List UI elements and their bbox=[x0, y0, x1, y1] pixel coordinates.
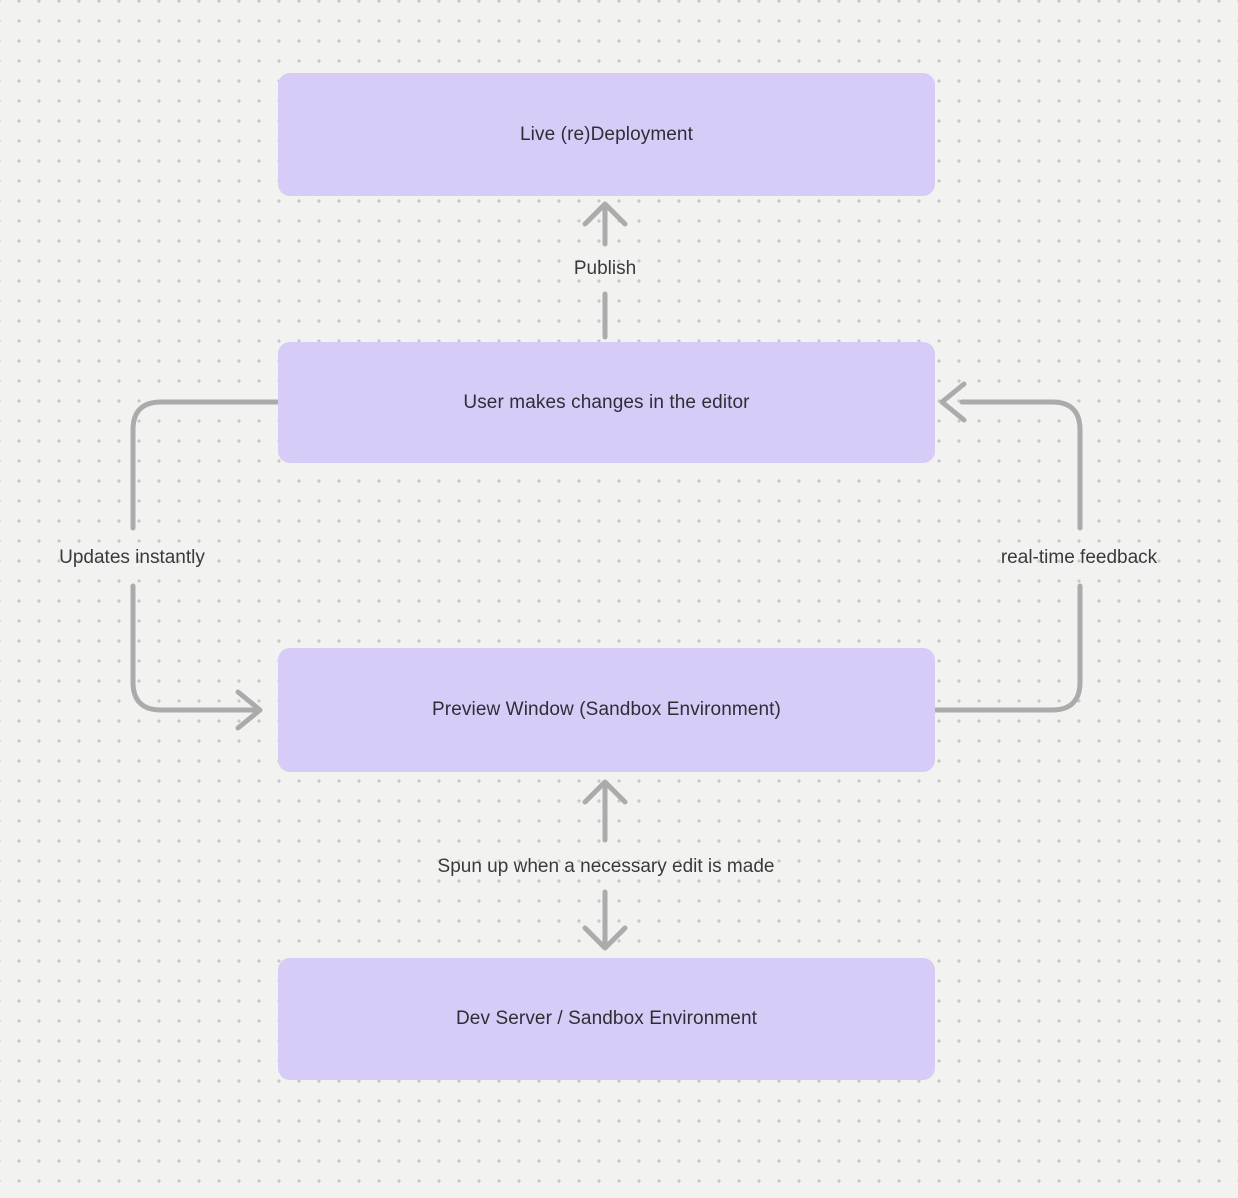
edge-feedback-upper bbox=[959, 399, 1083, 531]
node-live-deployment-label: Live (re)Deployment bbox=[520, 123, 693, 145]
arrow-down-icon bbox=[582, 925, 628, 951]
edge-feedback-lower bbox=[932, 583, 1083, 713]
node-preview-window-label: Preview Window (Sandbox Environment) bbox=[432, 699, 781, 720]
node-live-deployment[interactable]: Live (re)Deployment bbox=[278, 73, 935, 196]
node-preview-window[interactable]: Preview Window (Sandbox Environment) bbox=[278, 648, 935, 772]
node-dev-server-label: Dev Server / Sandbox Environment bbox=[455, 1008, 757, 1029]
edge-updates-upper bbox=[130, 399, 281, 531]
arrow-up-icon bbox=[582, 201, 628, 227]
node-user-editor[interactable]: User makes changes in the editor bbox=[278, 342, 935, 463]
edge-updates-lower bbox=[130, 583, 259, 713]
edge-label-publish: Publish bbox=[573, 258, 637, 279]
edge-label-realtime-feedback: real-time feedback bbox=[1000, 547, 1158, 568]
arrow-left-icon bbox=[939, 381, 967, 423]
node-user-editor-label: User makes changes in the editor bbox=[463, 391, 750, 413]
edge-label-updates-instantly: Updates instantly bbox=[59, 547, 205, 568]
arrow-right-icon bbox=[235, 689, 263, 731]
arrow-up-icon bbox=[582, 779, 628, 805]
edge-label-spun-up: Spun up when a necessary edit is made bbox=[437, 856, 775, 877]
node-dev-server[interactable]: Dev Server / Sandbox Environment bbox=[278, 958, 935, 1080]
